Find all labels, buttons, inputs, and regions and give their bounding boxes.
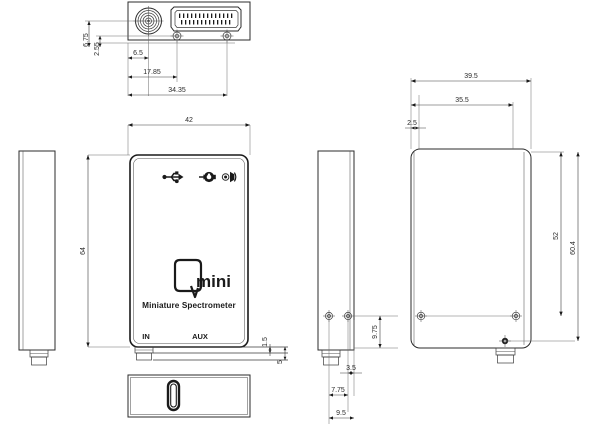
dim-label-3-5: 3.5	[346, 365, 356, 372]
dim-label-2-5: 2.5	[407, 120, 417, 127]
dim-6-5: 6.5	[128, 50, 149, 60]
dim-label-9-75: 9.75	[372, 325, 379, 339]
dim-60-4: 60.4	[570, 152, 580, 341]
dim-9-75: 9.75	[372, 316, 382, 348]
dim-label-7-75: 7.75	[331, 387, 345, 394]
right-side-connector-boss	[321, 349, 341, 366]
usb-icon	[162, 171, 184, 184]
dim-39-5: 39.5	[411, 73, 531, 83]
usb-c-slot-icon	[166, 379, 181, 412]
dim-42: 42	[127, 117, 251, 155]
dim-label-9-5: 9.5	[336, 410, 346, 417]
bottom-view-inner-edge	[130, 377, 248, 415]
view-top-connector: 6.75 2.55 6.5 17.85	[83, 1, 251, 97]
dsub-multipin-connector	[170, 6, 242, 32]
front-bottom-plate-profile	[153, 346, 288, 361]
dim-35-5: 35.5	[411, 97, 513, 107]
qmini-logo-word: mini	[196, 272, 231, 291]
dim-3-5: 3.5	[340, 365, 362, 375]
dim-label-5: 5	[277, 360, 284, 364]
view-right-side: 9.75 3.5 7.75 9.5	[317, 150, 398, 424]
dim-label-34-35: 34.35	[168, 87, 186, 94]
left-side-connector-boss	[29, 349, 49, 366]
view-left-side	[18, 150, 56, 366]
dim-34-35: 34.35	[128, 87, 227, 97]
dim-label-35-5: 35.5	[455, 97, 469, 104]
dim-9-5: 9.5	[329, 410, 354, 420]
port-label-aux: AUX	[192, 332, 208, 341]
dim-2-5: 2.5	[405, 120, 426, 130]
left-side-outline	[18, 150, 56, 351]
front-body-outline	[129, 154, 249, 348]
dim-64: 64	[80, 154, 130, 348]
front-connector-boss-in	[134, 346, 154, 361]
dim-1-5: 1.5	[262, 337, 272, 356]
dim-label-1-5: 1.5	[262, 337, 269, 347]
dim-label-52: 52	[553, 232, 560, 240]
front-subtitle-text: Miniature Spectrometer	[142, 301, 236, 310]
dsub-pin-row	[179, 13, 233, 25]
dim-label-42: 42	[185, 117, 193, 124]
dim-5: 5	[277, 347, 287, 364]
dim-label-60-4: 60.4	[570, 241, 577, 255]
qmini-logo-q-tail	[189, 285, 200, 299]
dim-label-2-55: 2.55	[94, 42, 101, 56]
dim-label-6-5: 6.5	[133, 50, 143, 57]
right-side-outline	[317, 150, 355, 351]
dim-2-55: 2.55	[94, 36, 102, 56]
view-front: 42 64	[80, 117, 288, 364]
qmini-logo-q-shape	[173, 258, 203, 293]
dim-label-64: 64	[80, 247, 87, 255]
qmini-logo: mini	[173, 258, 231, 299]
dim-17-85: 17.85	[128, 69, 177, 79]
power-icon	[199, 171, 216, 183]
view-bottom	[127, 374, 251, 418]
dim-label-6-75: 6.75	[83, 33, 90, 47]
rear-connector-boss	[495, 347, 516, 364]
port-label-in: IN	[142, 332, 150, 341]
front-body-inner-edge	[133, 158, 245, 344]
rear-body-outline	[410, 148, 532, 349]
view-rear: 39.5 35.5 2.5 52 60.4	[405, 73, 580, 364]
dim-6-75: 6.75	[83, 21, 91, 47]
dim-label-17-85: 17.85	[143, 69, 161, 76]
bottom-view-outline	[127, 374, 251, 418]
dim-label-39-5: 39.5	[464, 73, 478, 80]
dim-52: 52	[531, 151, 564, 316]
dim-7-75: 7.75	[329, 387, 348, 397]
led-indicator-icon	[221, 171, 237, 183]
